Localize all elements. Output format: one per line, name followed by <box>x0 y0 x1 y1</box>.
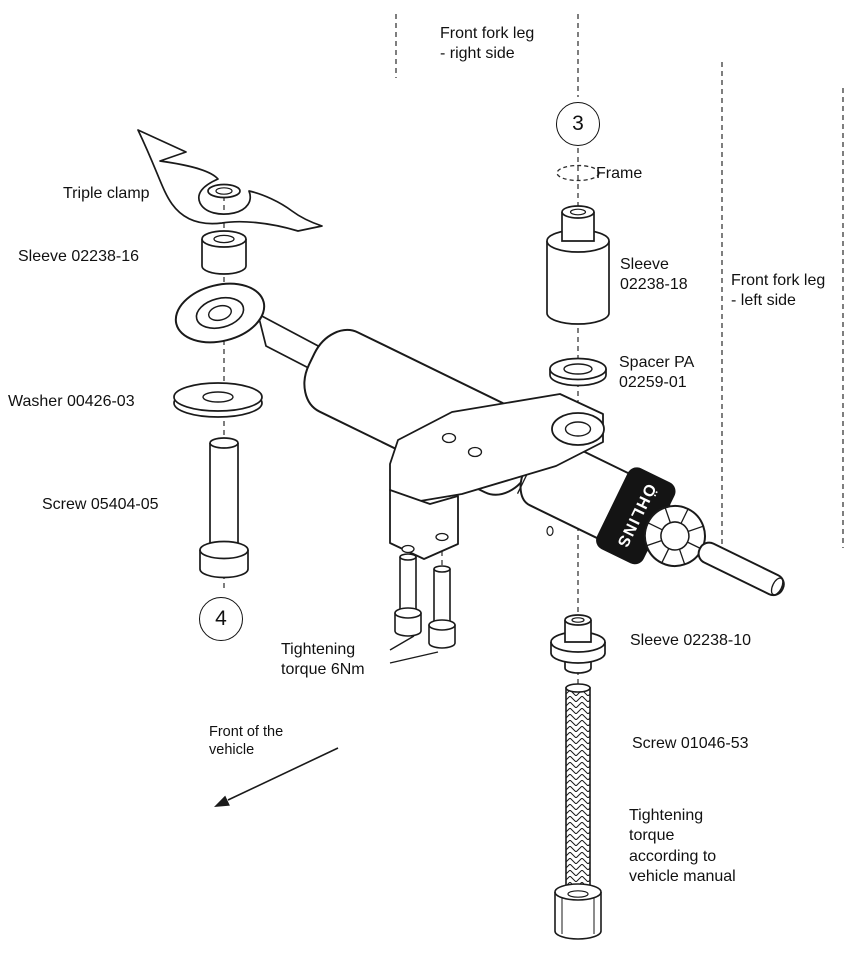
label-sleeve-02238-16: Sleeve 02238-16 <box>18 248 139 265</box>
triple-clamp-part <box>137 129 323 232</box>
washer-00426-03-part <box>173 382 263 418</box>
spacer-pa-part <box>549 357 607 387</box>
brand-band <box>596 467 676 565</box>
step-3-callout: 3 <box>556 102 600 146</box>
sleeve-02238-10-part <box>550 614 606 674</box>
mounting-bracket-part <box>389 393 605 560</box>
label-tightening-6nm: Tightening torque 6Nm <box>281 641 365 679</box>
leader-lines <box>389 635 439 664</box>
label-front-fork-right: Front fork leg - right side <box>440 25 535 63</box>
damper-body-part: ÖHLINS <box>303 329 785 597</box>
label-frame: Frame <box>596 165 643 182</box>
label-washer: Washer 00426-03 <box>8 393 135 410</box>
label-spacer-pa: Spacer PA 02259-01 <box>619 354 695 392</box>
front-direction-arrow <box>214 747 339 807</box>
label-tightening-manual: Tightening torque according to vehicle m… <box>629 807 736 886</box>
label-screw-05404: Screw 05404-05 <box>42 496 159 513</box>
sleeve-02238-16-part <box>201 230 247 275</box>
label-sleeve-02238-10: Sleeve 02238-10 <box>630 632 751 649</box>
body-bleed-hole <box>546 525 554 537</box>
piston-shaft <box>697 541 785 597</box>
bracket-screws-part <box>394 553 456 649</box>
screw-05404-05-part <box>199 437 249 579</box>
screw-01046-53-part <box>554 683 602 940</box>
label-front-of-vehicle: Front of the vehicle <box>209 724 284 758</box>
label-front-fork-left: Front fork leg - left side <box>731 272 826 310</box>
step-3-number: 3 <box>572 112 584 135</box>
label-sleeve-02238-18: Sleeve 02238-18 <box>620 256 688 294</box>
label-screw-01046: Screw 01046-53 <box>632 735 749 752</box>
step-4-number: 4 <box>215 607 227 630</box>
frame-ellipse <box>556 164 600 182</box>
sleeve-02238-18-part <box>546 205 610 325</box>
step-4-callout: 4 <box>199 597 243 641</box>
rod-end-part <box>174 282 329 379</box>
label-triple-clamp: Triple clamp <box>63 185 150 202</box>
